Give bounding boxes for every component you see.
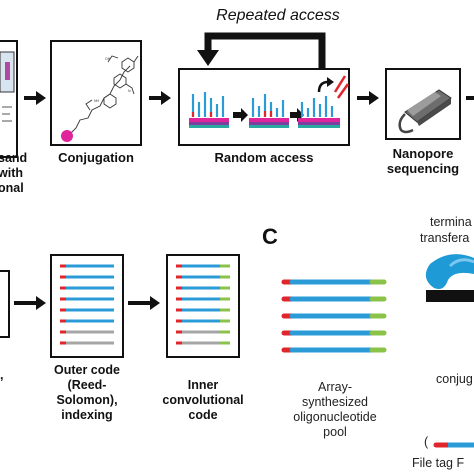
outer-code-line3: Solomon),	[56, 393, 118, 407]
arrow-3	[357, 91, 379, 105]
nanopore-device	[398, 89, 452, 134]
conjugation-box	[50, 40, 142, 146]
arrow-5	[14, 296, 46, 310]
svg-text:OH: OH	[105, 57, 111, 61]
nanopore-label-line2: sequencing	[386, 161, 460, 176]
array-label-line4: pool	[323, 425, 347, 439]
arrow-4	[466, 96, 474, 100]
arrow-2	[149, 91, 171, 105]
svg-text:N: N	[128, 89, 131, 93]
oligo-pool-strands	[281, 279, 387, 353]
outer-code-line2: (Reed-	[67, 378, 107, 392]
array-label-line2: synthesized	[301, 395, 368, 409]
oligo-array-3	[298, 96, 340, 128]
random-access-label: Random access	[214, 150, 314, 165]
inner-code-doc	[166, 254, 240, 358]
conjugation-molecule: OH NH N	[61, 55, 139, 142]
repeated-access-label: Repeated access	[216, 7, 340, 24]
inner-code-strands	[176, 264, 230, 345]
transferase-enzyme-shape	[425, 254, 474, 289]
inner-code-line2: convolutional	[162, 393, 244, 407]
panel-c-letter: C	[262, 224, 278, 249]
outer-code-doc	[50, 254, 124, 358]
svg-text:NH: NH	[94, 99, 100, 103]
release-hook-arrow	[317, 80, 329, 93]
oligo-array-2	[249, 94, 289, 128]
left-label-line2: with	[0, 166, 23, 180]
nanopore-label-line1: Nanopore	[392, 146, 454, 161]
conjugation-label: Conjugation	[58, 150, 134, 165]
input-image-thumb	[0, 51, 15, 122]
bottom-left-cut-label: ,	[0, 368, 4, 382]
array-label-line1: Array-	[317, 380, 353, 394]
terminal-label-line2: transfera	[420, 231, 470, 245]
oligo-array-1	[189, 92, 229, 128]
random-access-illustration	[189, 75, 350, 128]
ra-arrow-1	[233, 108, 248, 122]
terminal-label-line1: termina	[430, 215, 472, 229]
outer-code-strands	[60, 264, 114, 345]
source-box	[0, 270, 10, 338]
file-tag-label: File tag F	[412, 456, 465, 470]
left-label-line1: sand	[0, 151, 28, 165]
arrow-6	[128, 296, 160, 310]
array-label-line3: oligonucleotide	[293, 410, 377, 424]
substrate-bar	[426, 290, 474, 302]
outer-code-line1: Outer code	[54, 363, 120, 377]
inner-code-line3: code	[188, 408, 218, 422]
inner-code-line1: Inner	[187, 378, 219, 392]
repeated-access-loop-arrow	[197, 32, 326, 68]
arrow-1	[24, 91, 46, 105]
outer-code-line4: indexing	[61, 408, 113, 422]
legend-paren: (	[424, 435, 429, 449]
left-label-line3: onal	[0, 181, 24, 195]
file-tag-legend-strand	[433, 442, 474, 448]
conjugation-cut-label: conjug	[436, 372, 473, 386]
